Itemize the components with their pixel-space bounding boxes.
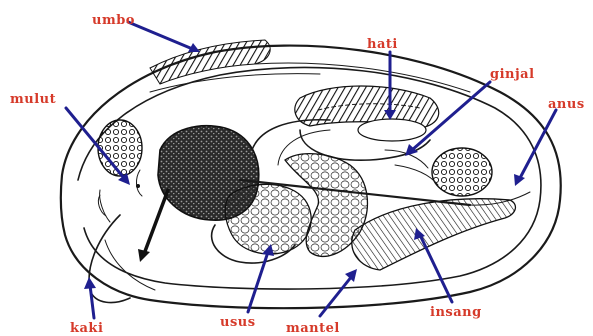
- label-hati: hati: [367, 37, 398, 52]
- mouth-shape: [98, 170, 142, 216]
- arrow-kaki: [90, 285, 94, 318]
- label-ginjal: ginjal: [490, 67, 535, 82]
- label-mulut: mulut: [10, 92, 56, 107]
- arrow-usus: [248, 252, 268, 312]
- arrow-insang: [420, 235, 452, 302]
- arrow-mantel: [320, 276, 352, 316]
- label-umbo: umbo: [92, 13, 135, 28]
- label-anus: anus: [548, 97, 585, 112]
- label-insang: insang: [430, 305, 482, 320]
- label-mantel: mantel: [286, 321, 340, 336]
- posterior-muscle: [432, 148, 492, 196]
- liver-shape: [295, 86, 439, 141]
- label-usus: usus: [220, 315, 256, 330]
- gill-shape: [352, 199, 516, 270]
- anterior-muscle: [98, 120, 142, 176]
- arrow-stomach-foot: [144, 190, 168, 254]
- label-kaki: kaki: [70, 321, 103, 336]
- arrow-umbo: [128, 22, 195, 50]
